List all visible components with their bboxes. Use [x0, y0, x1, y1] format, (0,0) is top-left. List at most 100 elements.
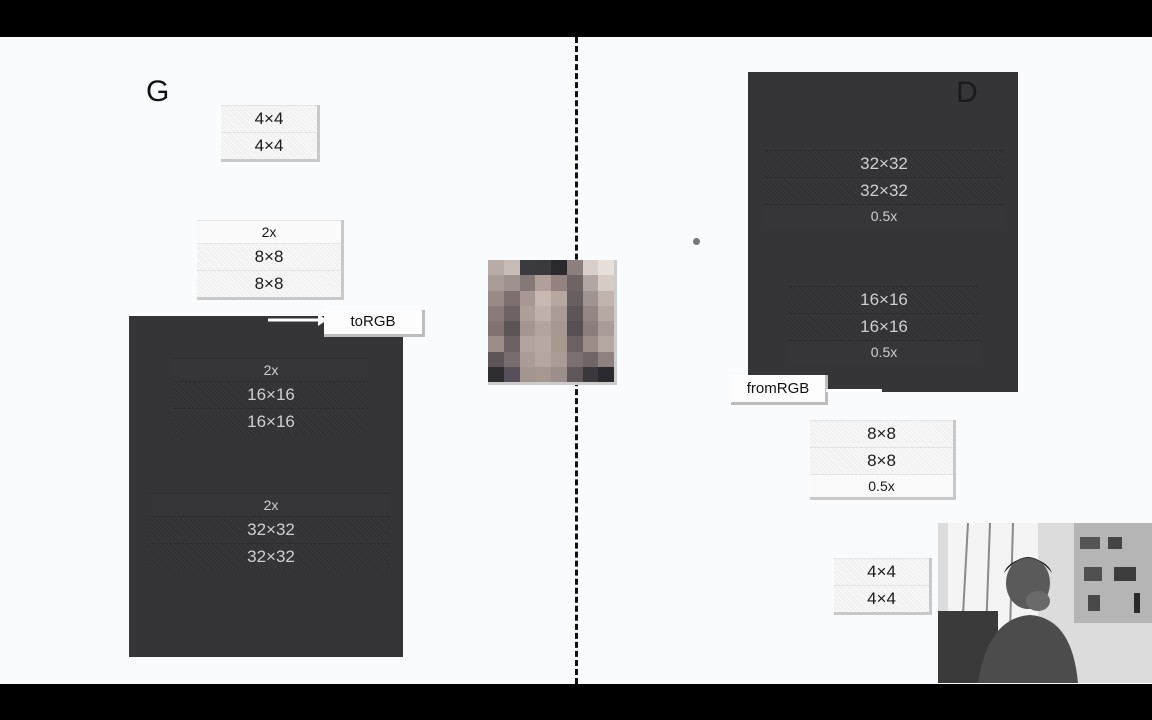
- pixel-cell: [582, 260, 599, 276]
- pixel-cell: [598, 351, 614, 367]
- g-block-32x32: 2x 32×32 32×32: [151, 493, 391, 570]
- pixel-cell: [503, 366, 520, 382]
- webcam-overlay: [938, 523, 1152, 683]
- pixel-cell: [551, 321, 567, 337]
- g-block-8x8: 2x 8×8 8×8: [197, 220, 344, 300]
- webcam-scene: [938, 523, 1152, 683]
- g-block-16x16-row: 16×16: [174, 408, 368, 435]
- pixel-cell: [551, 305, 567, 321]
- from-rgb-connector: [826, 389, 882, 392]
- d-block-4x4-row: 4×4: [834, 558, 929, 585]
- pixel-cell: [519, 366, 536, 382]
- d-block-8x8: 8×8 8×8 0.5x: [810, 420, 956, 500]
- pixel-cell: [598, 321, 614, 337]
- pixel-cell: [488, 275, 504, 291]
- pixel-cell: [582, 275, 599, 291]
- d-block-16x16-row: 0.5x: [788, 340, 980, 363]
- d-block-16x16: 16×16 16×16 0.5x: [788, 286, 980, 363]
- to-rgb-arrow: [268, 314, 327, 326]
- pixel-cell: [535, 321, 551, 337]
- d-block-8x8-row: 0.5x: [810, 474, 953, 497]
- pixel-cell: [503, 321, 520, 337]
- d-block-4x4-row: 4×4: [834, 585, 929, 612]
- g-block-16x16: 2x 16×16 16×16: [174, 358, 368, 435]
- d-dark-panel: D 32×32 32×32 0.5x 16×16 16×16 0.5x: [748, 72, 1018, 392]
- pixel-cell: [598, 260, 614, 276]
- pixel-cell: [566, 336, 583, 352]
- pixel-cell: [551, 366, 567, 382]
- g-block-32x32-row: 32×32: [151, 543, 391, 570]
- g-block-32x32-row: 2x: [151, 493, 391, 516]
- pixel-cell: [582, 351, 599, 367]
- pixel-cell: [519, 290, 536, 306]
- pixel-cell: [566, 275, 583, 291]
- pixel-cell: [488, 260, 504, 276]
- g-block-16x16-row: 16×16: [174, 381, 368, 408]
- pixel-cell: [488, 351, 504, 367]
- pixel-cell: [551, 260, 567, 276]
- d-block-32x32: 32×32 32×32 0.5x: [764, 150, 1004, 227]
- pixel-cell: [535, 336, 551, 352]
- pixel-cell: [519, 336, 536, 352]
- slide-canvas: G 4×4 4×4 2x 8×8 8×8 2x 16×16 16×16 2x 3…: [0, 37, 1152, 684]
- pixel-cell: [535, 275, 551, 291]
- pixel-cell: [488, 290, 504, 306]
- pixel-cell: [551, 275, 567, 291]
- pixel-cell: [503, 351, 520, 367]
- pixel-cell: [488, 305, 504, 321]
- pixel-cell: [582, 305, 599, 321]
- d-block-32x32-row: 32×32: [764, 150, 1004, 177]
- generator-label: G: [146, 75, 170, 108]
- d-block-16x16-row: 16×16: [788, 286, 980, 313]
- pixel-cell: [535, 260, 551, 276]
- pixel-cell: [598, 275, 614, 291]
- g-block-4x4-row: 4×4: [221, 105, 317, 132]
- g-block-32x32-row: 32×32: [151, 516, 391, 543]
- pixel-cell: [503, 275, 520, 291]
- pixel-cell: [551, 290, 567, 306]
- pixel-cell: [503, 336, 520, 352]
- pixel-cell: [582, 290, 599, 306]
- pixel-cell: [519, 305, 536, 321]
- pointer-dot: [693, 238, 700, 245]
- d-block-32x32-row: 32×32: [764, 177, 1004, 204]
- pixel-cell: [598, 305, 614, 321]
- g-block-8x8-row: 8×8: [197, 243, 341, 270]
- pixel-cell: [535, 290, 551, 306]
- pixel-cell: [535, 366, 551, 382]
- pixel-cell: [488, 321, 504, 337]
- g-block-8x8-row: 2x: [197, 220, 341, 243]
- pixel-cell: [551, 351, 567, 367]
- d-block-16x16-row: 16×16: [788, 313, 980, 340]
- pixel-cell: [566, 321, 583, 337]
- d-block-8x8-row: 8×8: [810, 447, 953, 474]
- d-block-32x32-row: 0.5x: [764, 204, 1004, 227]
- d-block-4x4: 4×4 4×4: [834, 558, 932, 615]
- pixel-cell: [566, 351, 583, 367]
- g-block-4x4-row: 4×4: [221, 132, 317, 159]
- pixel-cell: [519, 260, 536, 276]
- g-block-4x4: 4×4 4×4: [221, 105, 320, 162]
- g-dark-panel: 2x 16×16 16×16 2x 32×32 32×32: [129, 316, 403, 657]
- pixel-cell: [551, 336, 567, 352]
- pixel-cell: [519, 351, 536, 367]
- pixel-cell: [503, 305, 520, 321]
- pixel-cell: [535, 351, 551, 367]
- pixel-cell: [566, 290, 583, 306]
- pixel-cell: [488, 366, 504, 382]
- pixel-cell: [566, 366, 583, 382]
- pixel-cell: [488, 336, 504, 352]
- g-block-16x16-row: 2x: [174, 358, 368, 381]
- pixel-cell: [582, 366, 599, 382]
- pixel-cell: [519, 275, 536, 291]
- pixel-cell: [566, 260, 583, 276]
- pixel-cell: [503, 290, 520, 306]
- pixel-cell: [582, 336, 599, 352]
- pixel-cell: [598, 366, 614, 382]
- discriminator-label: D: [956, 76, 978, 109]
- from-rgb-label: fromRGB: [731, 375, 828, 405]
- pixel-cell: [598, 336, 614, 352]
- g-block-8x8-row: 8×8: [197, 270, 341, 297]
- d-block-8x8-row: 8×8: [810, 420, 953, 447]
- pixel-cell: [566, 305, 583, 321]
